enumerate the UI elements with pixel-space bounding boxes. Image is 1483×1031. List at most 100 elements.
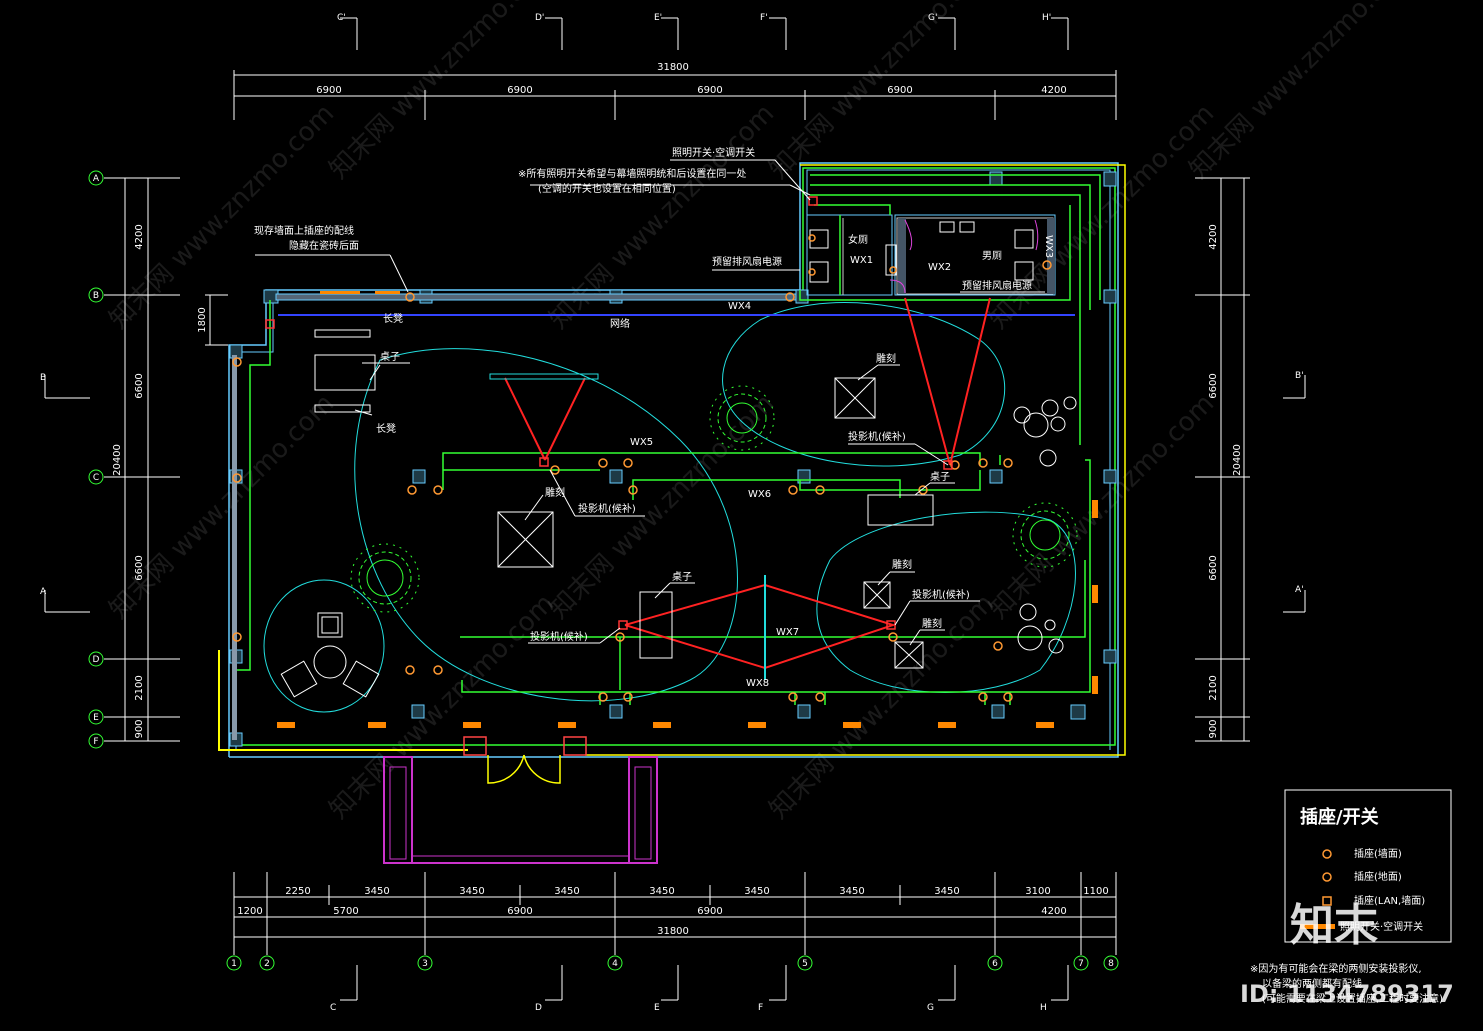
section-mark-left-a: A [40,587,47,597]
col-axis-4: 4 [612,959,618,969]
watermark-text: 知末网 www.znzmo.com [984,389,1220,625]
top-total-dim: 31800 [657,62,689,73]
bottom-dim-r1: 3450 [934,886,959,897]
left-dim-6600-a: 6600 [134,373,145,398]
circuit-label-wx4: WX4 [728,301,751,312]
label-table-1: 桌子 [380,350,400,363]
note-switch-1: ※所有照明开关希望与幕墙照明统和后设置在同一处 [518,167,746,180]
bottom-mark-h: H [1040,1003,1047,1013]
bottom-dim-r1: 3450 [554,886,579,897]
circuit-label-wx8: WX8 [746,678,769,689]
legend-item-label: 照明开关·空调开关 [1340,920,1423,933]
top-mark-g: G' [928,13,937,23]
label-projector-3: 投影机(候补) [912,588,970,601]
bottom-dim-r1: 3450 [649,886,674,897]
sockets [232,234,1052,702]
col-axis-3: 3 [422,959,428,969]
section-mark-right-a: A' [1295,585,1304,595]
circuit-label-wx1: WX1 [850,255,873,266]
bottom-dim-r2: 6900 [697,906,722,917]
left-total-dim: 20400 [112,444,123,476]
watermark-text: 知末网 www.znzmo.com [764,0,1000,185]
bottom-dim-r2: 5700 [333,906,358,917]
bottom-mark-c: C [330,1003,336,1013]
bottom-dim-r1: 3450 [364,886,389,897]
circuit-label-wx3: WX3 [1043,235,1054,258]
top-dim-1: 6900 [316,85,341,96]
label-sculpture-2: 雕刻 [876,352,896,365]
note-wall-socket-1: 现存墙面上插座的配线 [254,224,354,237]
circuit-label-wx6: WX6 [748,489,771,500]
note-switch-2: (空调的开关也设置在相同位置) [538,182,676,195]
legend-item-label: 插座(地面) [1354,870,1402,883]
top-mark-c: C' [337,13,346,23]
legend: 插座/开关 插座(墙面) 插座(地面) 插座(LAN,墙面) 照明开关·空调开关 [1284,789,1452,943]
col-axis-1: 1 [231,959,237,969]
circuit-label-wx2: WX2 [928,262,951,273]
projection-lines [504,297,991,670]
bottom-dim-r1: 3450 [744,886,769,897]
legend-item-label: 插座(墙面) [1354,847,1402,860]
leader-lines [255,159,1045,646]
label-table-3: 桌子 [930,470,950,483]
floor-socket-icon [1322,872,1332,882]
row-axis-e: E [93,713,99,723]
bottom-total-dim: 31800 [657,926,689,937]
label-bench-1: 长凳 [383,313,403,325]
row-axis-a: A [93,174,100,184]
bottom-note-3: (可能需要在梁上设置插座,工程时要注意) [1262,992,1443,1005]
light-markers [277,291,1098,728]
row-axis-b: B [93,291,99,301]
col-axis-7: 7 [1078,959,1084,969]
row-axis-d: D [93,655,100,665]
bottom-dim-r2: 6900 [507,906,532,917]
bottom-note-1: ※因为有可能会在梁的两侧安装投影仪, [1250,962,1422,975]
bottom-mark-f: F [758,1003,763,1013]
section-mark-right-b: B' [1295,371,1304,381]
legend-title: 插座/开关 [1300,806,1379,828]
entrance [383,736,658,864]
label-sculpture-1: 雕刻 [545,486,565,499]
bottom-dim-r2: 4200 [1041,906,1066,917]
note-switch-title: 照明开关·空调开关 [672,146,755,159]
left-dimensions [44,177,228,742]
wall-socket-icon [1322,849,1332,859]
col-axis-bubbles [226,955,1119,971]
top-dim-2: 6900 [507,85,532,96]
circuit-label-wx5: WX5 [630,437,653,448]
bottom-dims-row1: 2250 3450 3450 3450 3450 3450 3450 3450 … [285,886,1108,897]
top-dim-4: 6900 [887,85,912,96]
bottom-mark-e: E [654,1003,660,1013]
col-axis-8: 8 [1108,959,1114,969]
label-projector-1: 投影机(候补) [578,502,636,515]
bottom-dim-r1: 3100 [1025,886,1050,897]
bottom-mark-g: G [927,1003,934,1013]
row-axis-bubbles [88,170,104,749]
left-dim-1800: 1800 [197,307,208,332]
watermark-text: 知末网 www.znzmo.com [104,389,340,625]
zones [263,302,1076,713]
note-exhaust-2: 预留排风扇电源 [962,279,1032,292]
label-sculpture-4: 雕刻 [922,617,942,630]
brand-id: ID: 1134789317 [1240,980,1454,1008]
row-axis-f: F [93,737,98,747]
label-network: 网络 [610,317,630,330]
label-projector-2: 投影机(候补) [848,430,906,443]
right-dim-2100: 2100 [1208,675,1219,700]
left-dim-2100: 2100 [134,675,145,700]
bottom-note-2: 以备梁的两侧都有配线 [1262,977,1362,990]
circuit-label-wx7: WX7 [776,627,799,638]
top-mark-h: H' [1042,13,1051,23]
col-axis-2: 2 [264,959,270,969]
top-dim-3: 6900 [697,85,722,96]
plants [350,385,1078,613]
legend-item-label: 插座(LAN,墙面) [1354,894,1425,907]
building-outline [218,162,1126,758]
bottom-dimensions [233,872,1117,1001]
watermark-layer: 知末网 www.znzmo.com 知末网 www.znzmo.com 知末网 ww… [104,0,1420,825]
toilets [806,214,1056,296]
projection-screen [489,373,599,380]
right-total-dim: 20400 [1232,444,1243,476]
bottom-dim-r2: 1200 [237,906,262,917]
